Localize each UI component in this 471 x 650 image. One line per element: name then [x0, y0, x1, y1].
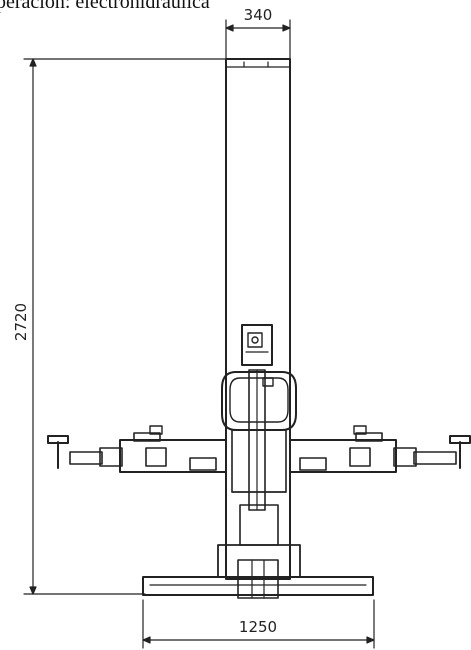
dimension-label-base-width: 1250: [239, 618, 277, 636]
main-column: [225, 58, 291, 580]
dimension-column-width: [225, 19, 291, 59]
left-arm: [47, 425, 227, 473]
caption-text: peración: electrohidráulica: [0, 0, 210, 13]
base: [142, 576, 374, 596]
lower-mechanism: [217, 544, 301, 599]
dimension-base-width: [142, 599, 375, 649]
right-arm: [289, 425, 471, 473]
dimension-label-total-height: 2720: [12, 303, 30, 341]
control-box: [241, 324, 273, 366]
dimension-total-height: [23, 58, 227, 595]
dimension-label-column-width: 340: [244, 6, 273, 24]
carriage: [221, 369, 297, 546]
